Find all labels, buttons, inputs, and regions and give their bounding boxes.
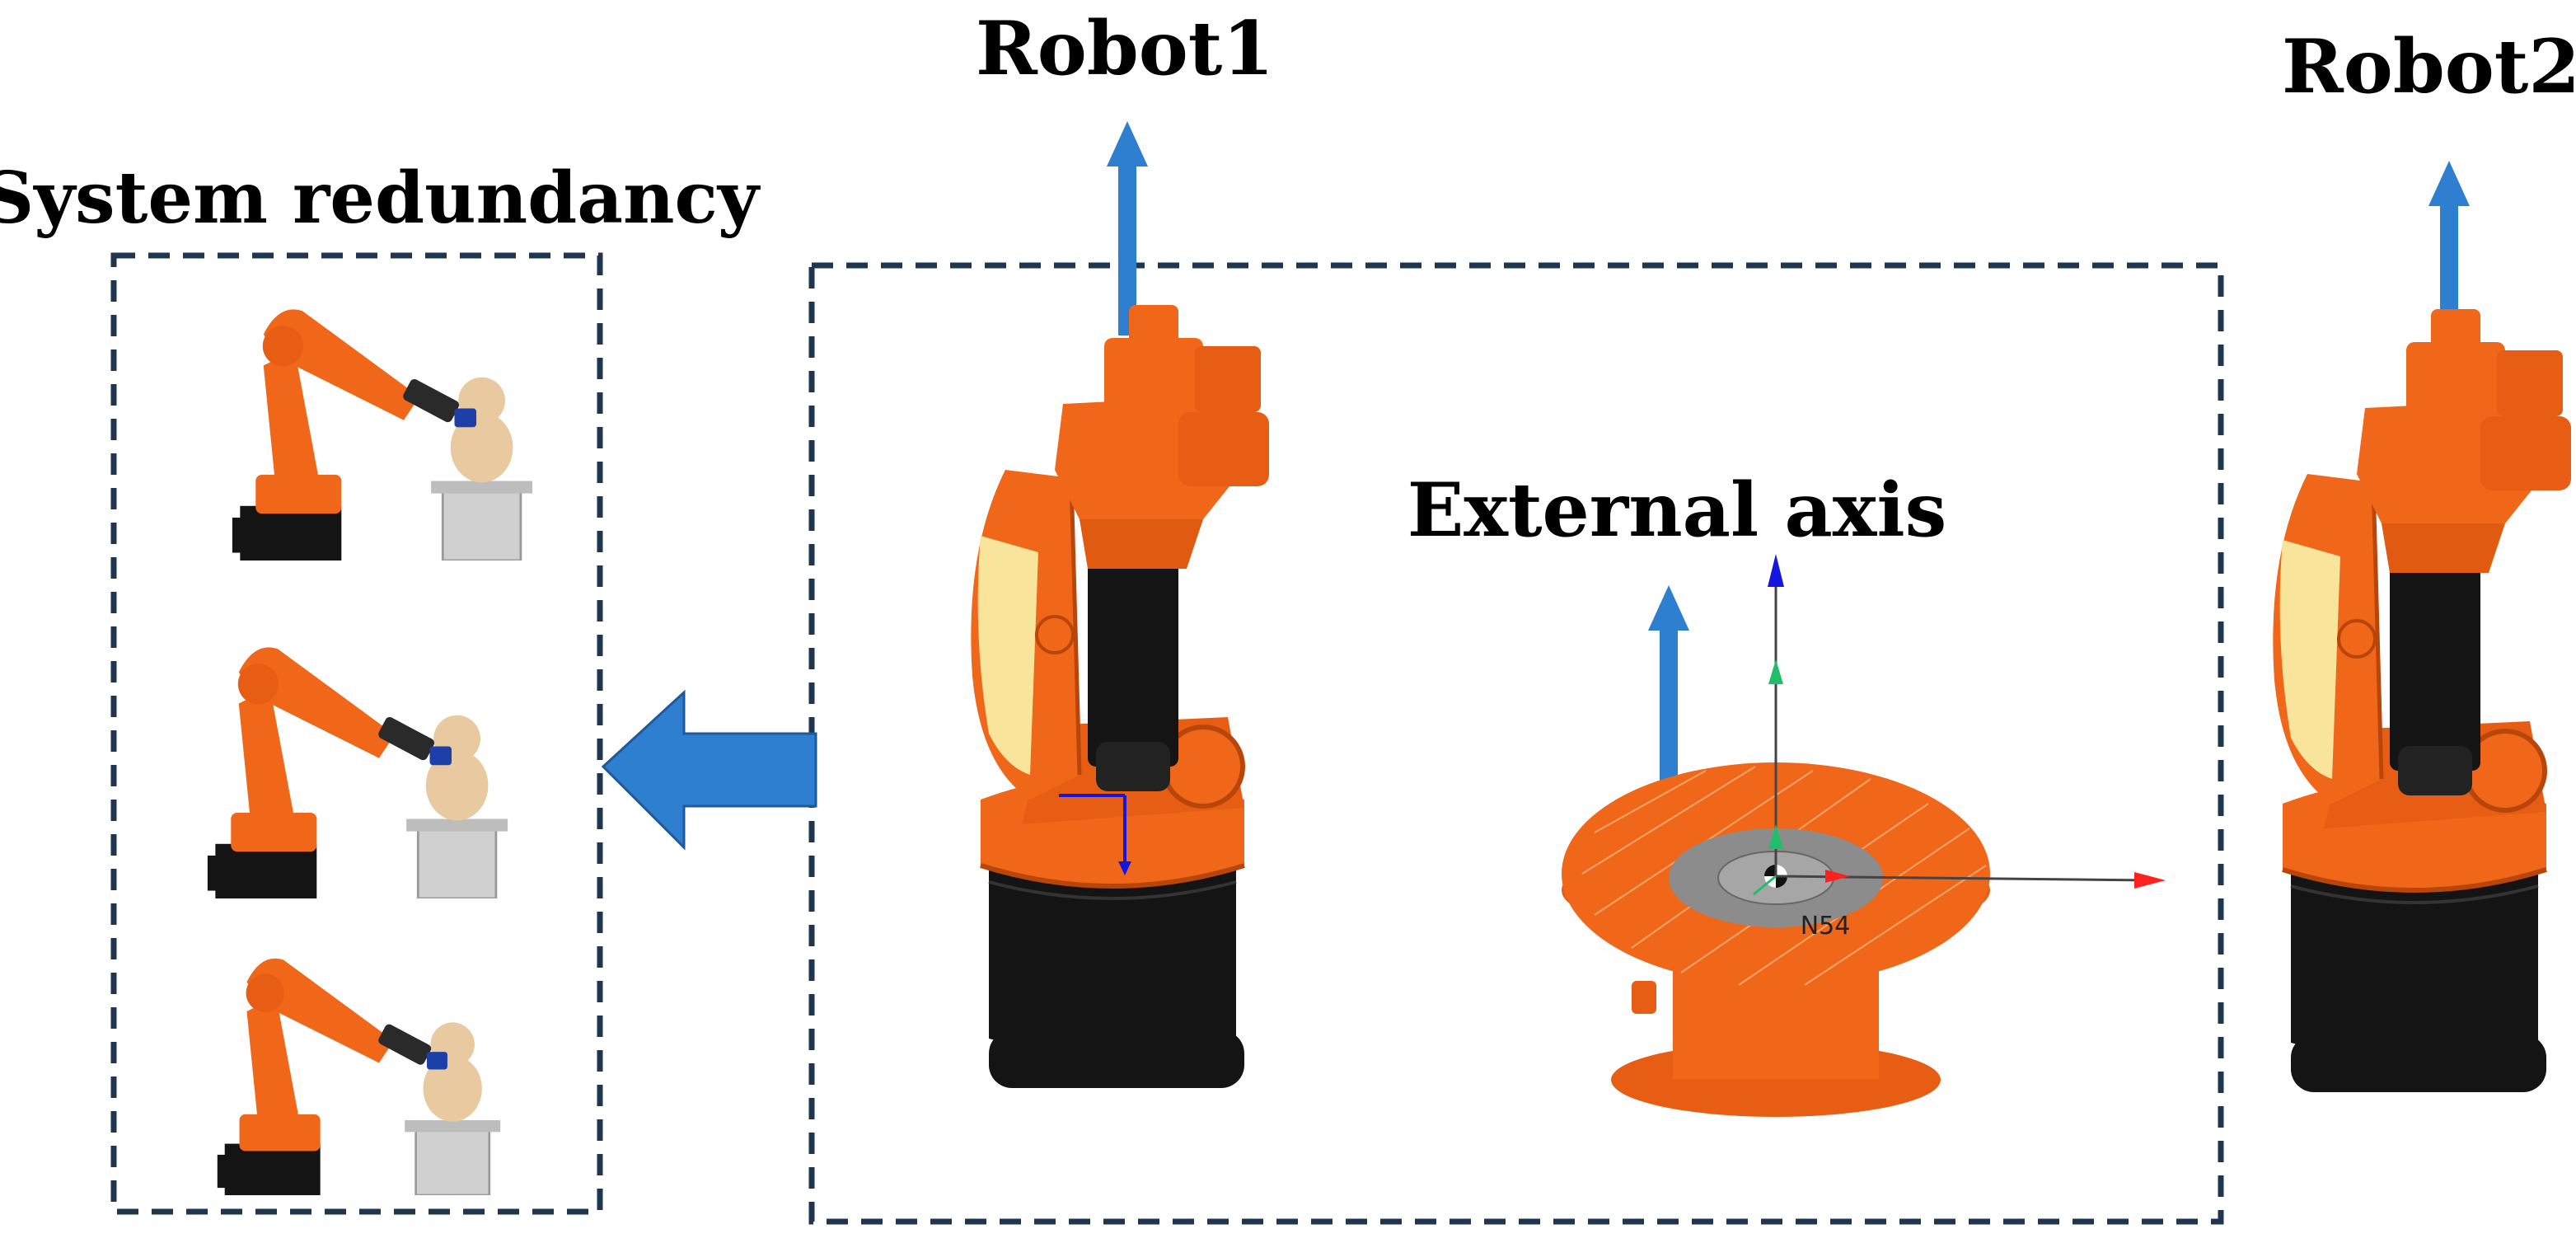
redundancy-frame xyxy=(110,252,603,1215)
external-axis-label: External axis xyxy=(1407,467,1947,554)
external-axis-up-arrow-icon xyxy=(1648,585,1689,800)
turntable-tag: N54 xyxy=(1801,912,1851,940)
system-redundancy-label: System redundancy xyxy=(0,157,761,240)
robot2-label: Robot2 xyxy=(2282,23,2576,110)
redundancy-config-2 xyxy=(206,645,509,898)
left-arrow-icon xyxy=(601,689,817,851)
axis-triad-icon xyxy=(1753,554,2166,896)
redundancy-config-3 xyxy=(216,957,502,1195)
robot2-model xyxy=(2273,309,2571,1092)
robot1-up-arrow-icon xyxy=(1107,121,1148,335)
robot1-model xyxy=(971,305,1269,1088)
robot1-label: Robot1 xyxy=(976,5,1274,92)
redundancy-config-1 xyxy=(231,307,534,561)
main-system-frame xyxy=(808,262,2224,1225)
